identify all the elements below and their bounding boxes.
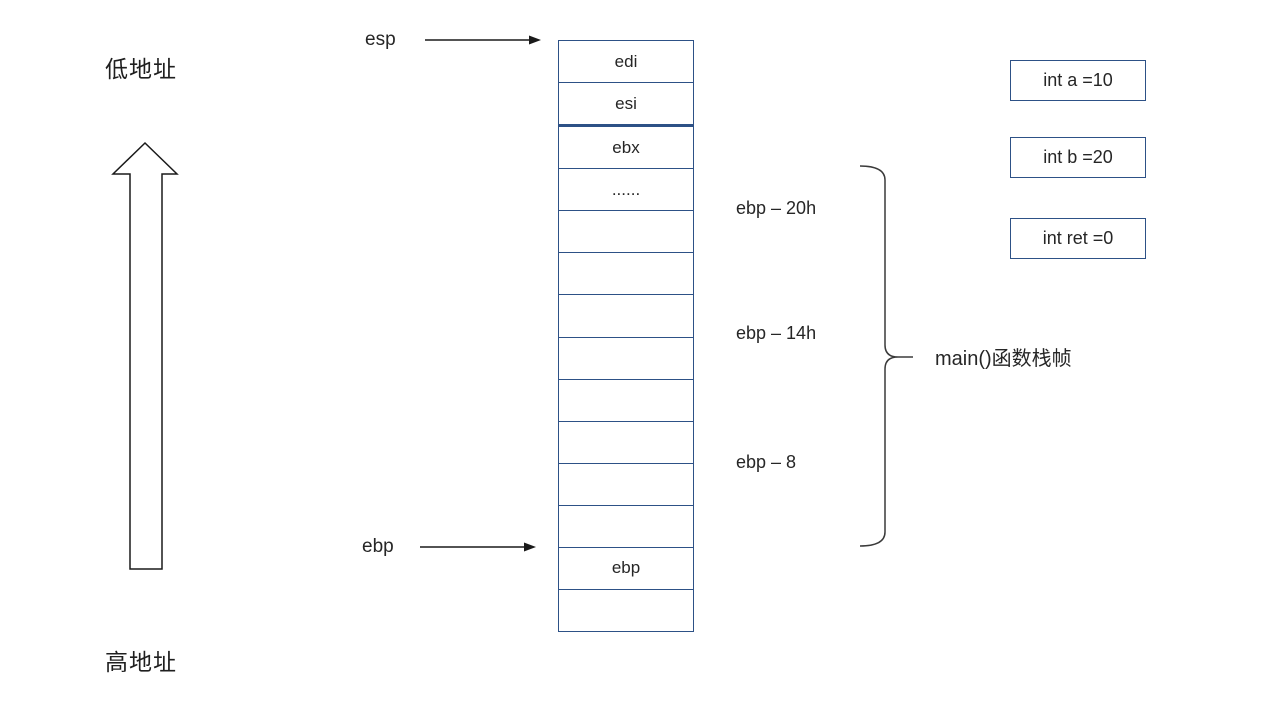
stack-column: edi esi ebx ...... ebp: [558, 40, 694, 632]
stack-cell-empty: [559, 338, 693, 380]
ebp-arrow: [420, 542, 536, 552]
offset-label-ebp-8: ebp – 8: [736, 452, 797, 472]
stack-cell-ebx: ebx: [559, 127, 693, 170]
stack-cell-empty: [559, 464, 693, 506]
variable-box-int-a: int a =10: [1010, 60, 1146, 101]
stack-cell-empty: [559, 422, 693, 464]
stack-cell-empty: [559, 380, 693, 422]
stack-cell-edi: edi: [559, 41, 693, 84]
variable-box-int-b: int b =20: [1010, 137, 1146, 178]
esp-arrow: [425, 35, 541, 45]
stack-cell-ebp: ebp: [559, 548, 693, 591]
low-address-label: 低地址: [105, 56, 177, 82]
offset-label-ebp-14h: ebp – 14h: [736, 323, 817, 343]
frame-label: main()函数栈帧: [935, 348, 1072, 370]
stack-cell-esi: esi: [559, 83, 693, 128]
ebp-pointer-label: ebp: [362, 536, 394, 557]
frame-brace: [859, 165, 913, 547]
stack-cell-empty: [559, 590, 693, 631]
esp-pointer-label: esp: [365, 29, 396, 50]
variable-box-int-ret: int ret =0: [1010, 218, 1146, 259]
stack-cell-empty: [559, 506, 693, 548]
stack-cell-empty: [559, 211, 693, 254]
high-address-label: 高地址: [105, 649, 177, 675]
offset-label-ebp-20h: ebp – 20h: [736, 198, 817, 218]
stack-cell-empty: [559, 295, 693, 338]
stack-cell-empty: [559, 253, 693, 296]
stack-cell-dots: ......: [559, 169, 693, 212]
address-direction-up-arrow: [111, 141, 179, 570]
